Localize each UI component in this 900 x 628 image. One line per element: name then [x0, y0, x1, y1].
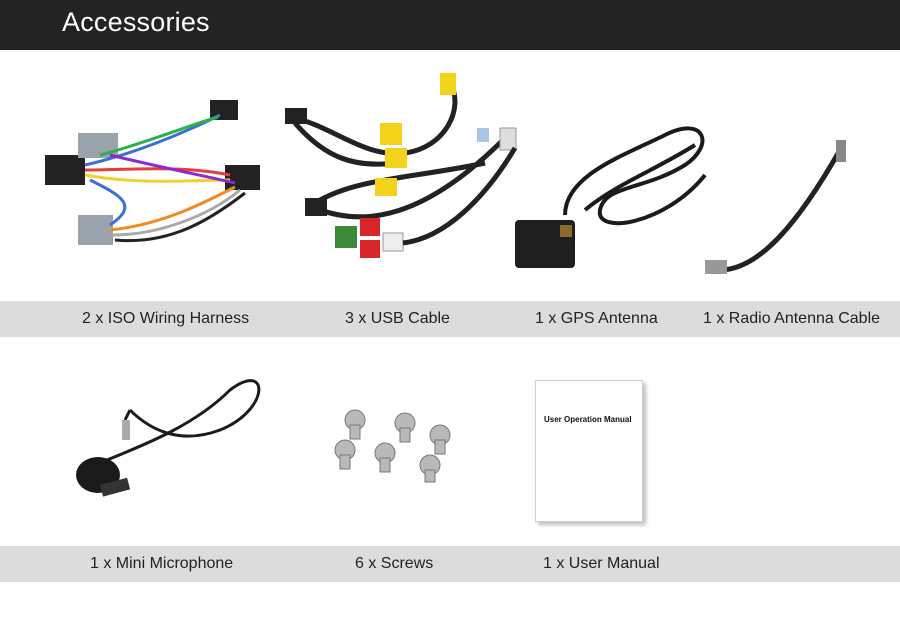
gps-antenna-image [505, 115, 725, 275]
radio-antenna-cable-image [700, 140, 870, 290]
header-bar: Accessories [0, 0, 900, 50]
label-mini-microphone: 1 x Mini Microphone [90, 555, 234, 572]
label-radio-antenna-cable: 1 x Radio Antenna Cable [703, 310, 881, 327]
label-iso-wiring-harness: 2 x ISO Wiring Harness [82, 310, 250, 327]
iso-wiring-harness-image [40, 95, 270, 275]
page-title: Accessories [62, 7, 210, 37]
label-bar-row2: 1 x Mini Microphone 6 x Screws 1 x User … [0, 546, 900, 582]
label-screws: 6 x Screws [355, 555, 434, 572]
label-bar-row1: 2 x ISO Wiring Harness 3 x USB Cable 1 x… [0, 301, 900, 337]
usb-cable-image [275, 68, 535, 288]
label-usb-cable: 3 x USB Cable [345, 310, 450, 327]
label-gps-antenna: 1 x GPS Antenna [535, 310, 658, 327]
mini-microphone-image [70, 370, 270, 520]
user-manual-image: User Operation Manual [535, 380, 643, 522]
screws-image [325, 405, 485, 485]
manual-cover-text: User Operation Manual [544, 415, 632, 424]
label-user-manual: 1 x User Manual [543, 555, 660, 572]
